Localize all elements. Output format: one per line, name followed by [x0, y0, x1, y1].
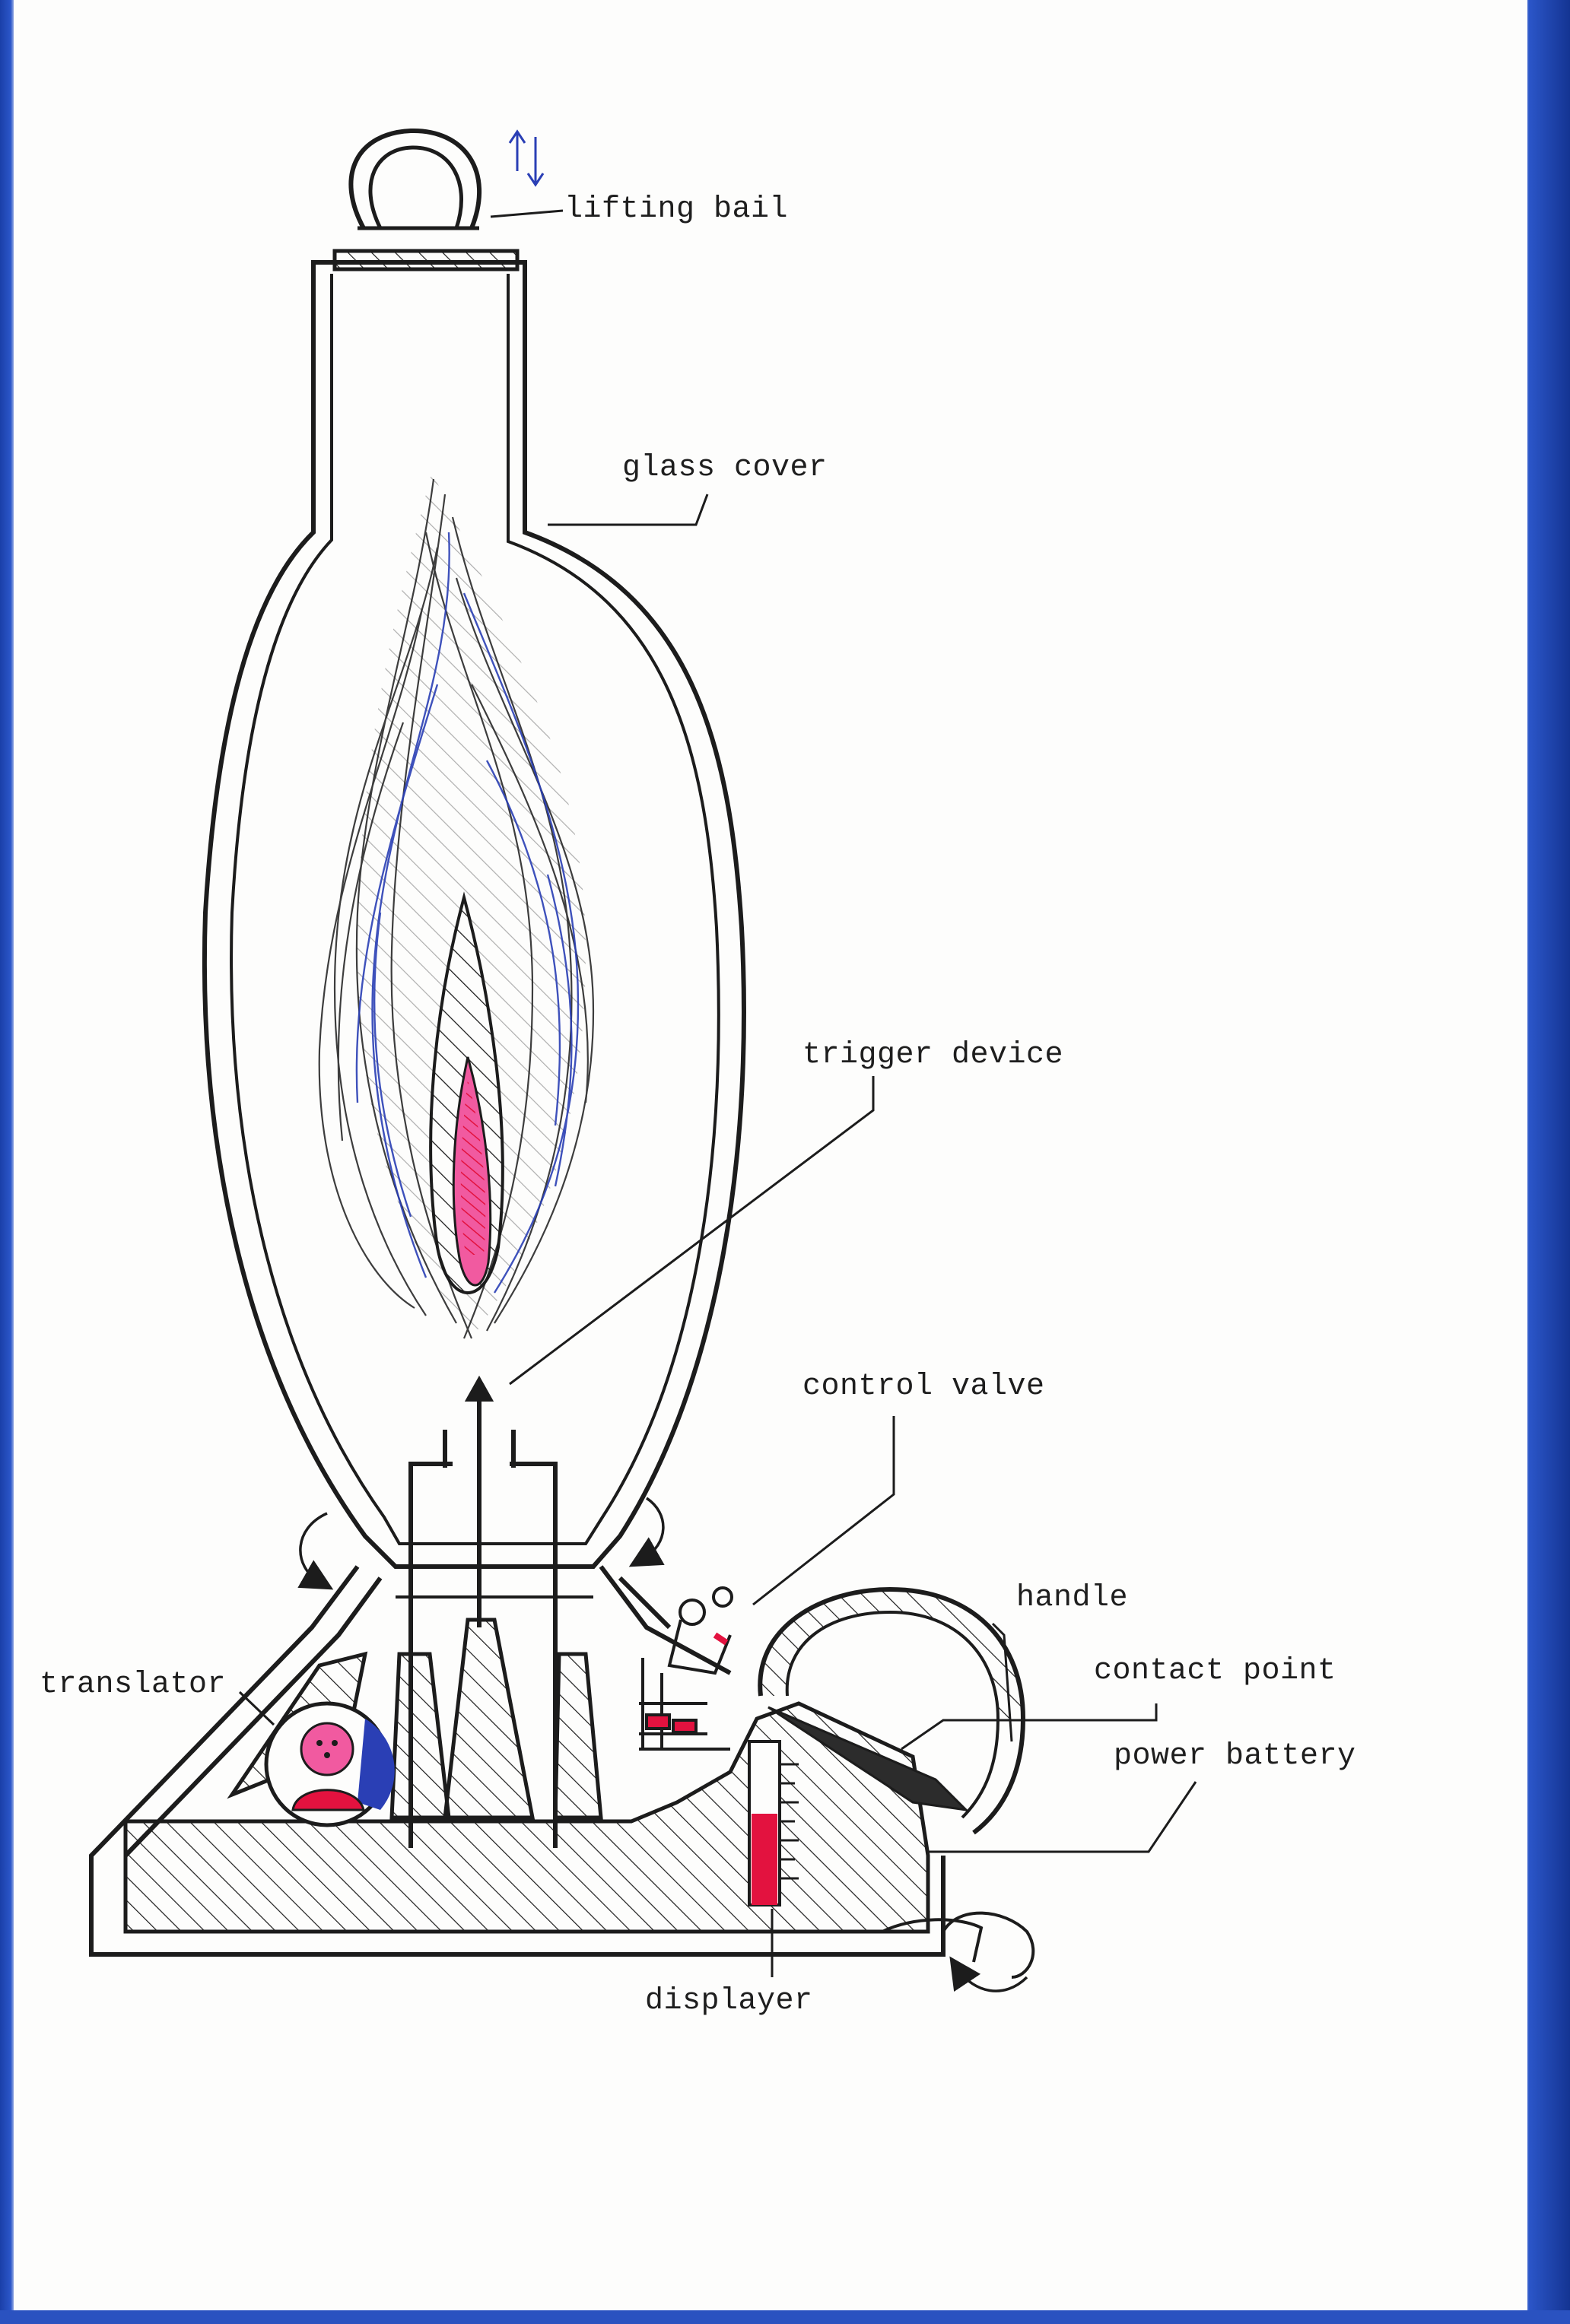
label-lifting-bail: lifting bail — [564, 192, 789, 227]
lamp-base — [89, 1565, 945, 1957]
leader-lines — [238, 209, 1197, 1977]
flame — [318, 471, 595, 1339]
handle — [758, 1586, 1026, 1835]
lifting-bail — [348, 128, 481, 230]
label-contact-point: contact point — [1094, 1654, 1336, 1688]
label-glass-cover: glass cover — [622, 451, 828, 485]
power-cable — [882, 1911, 1035, 1979]
label-trigger-device: trigger device — [802, 1038, 1064, 1072]
translator — [264, 1701, 395, 1827]
label-handle: handle — [1016, 1581, 1129, 1615]
control-valve — [639, 1586, 733, 1751]
displayer — [748, 1740, 799, 1907]
contact-point — [768, 1706, 970, 1812]
label-translator: translator — [40, 1668, 227, 1702]
bottom-border — [0, 2310, 1570, 2324]
curved-rotate-arrow-icon — [297, 1497, 1028, 1992]
label-power-battery: power battery — [1114, 1739, 1356, 1773]
glass-cover — [202, 260, 746, 1569]
up-down-arrows-icon — [508, 129, 545, 187]
base-struts — [227, 1618, 603, 1820]
power-battery — [123, 1701, 930, 1934]
label-displayer: displayer — [645, 1984, 813, 2018]
label-control-valve: control valve — [802, 1370, 1045, 1404]
